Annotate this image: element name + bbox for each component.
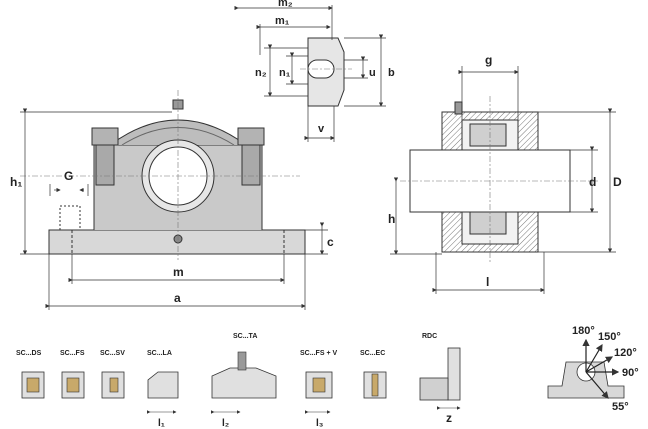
h-label: h — [388, 212, 395, 226]
svg-text:SC...TA: SC...TA — [233, 333, 257, 340]
svg-text:z: z — [446, 411, 452, 425]
variant-sc-fs: SC...FS — [60, 350, 85, 399]
svg-text:RDC: RDC — [422, 333, 437, 340]
variant-sc-ta: SC...TA l₂ — [211, 333, 277, 429]
slot-detail-dimension-lines — [234, 5, 386, 142]
svg-text:SC...FS + V: SC...FS + V — [300, 350, 337, 357]
v-label: v — [318, 123, 325, 135]
G-label: G — [64, 169, 73, 183]
n1-label: n₁ — [279, 67, 291, 79]
svg-text:SC...FS: SC...FS — [60, 350, 85, 357]
side-section-dimension-lines — [390, 66, 616, 294]
variant-sc-ec: SC...EC — [360, 350, 387, 399]
angle-180-label: 180° — [572, 325, 595, 337]
m1-label: m₁ — [275, 15, 290, 27]
angle-120-label: 120° — [614, 347, 637, 359]
svg-text:SC...LA: SC...LA — [147, 350, 172, 357]
variant-sc-fs-v: SC...FS + V l₃ — [300, 350, 337, 429]
front-view-dimension-lines — [20, 108, 328, 310]
h1-label: h₁ — [10, 175, 22, 189]
front-view — [20, 90, 306, 260]
d-label: d — [589, 175, 596, 189]
l-label: l — [486, 275, 489, 289]
b-label: b — [388, 67, 395, 79]
variant-sc-ds: SC...DS — [16, 350, 45, 399]
variant-rdc: RDC z — [419, 333, 461, 425]
angle-150-label: 150° — [598, 331, 621, 343]
svg-text:l₃: l₃ — [316, 418, 324, 429]
side-section-view — [400, 96, 600, 264]
svg-text:l₁: l₁ — [158, 418, 165, 429]
svg-text:SC...EC: SC...EC — [360, 350, 385, 357]
variant-sc-la: SC...LA l₁ — [147, 350, 179, 429]
mounting-angle-diagram: 180° 150° 120° 90° 55° — [547, 325, 639, 413]
u-label: u — [369, 67, 376, 79]
svg-text:SC...SV: SC...SV — [100, 350, 125, 357]
svg-text:SC...DS: SC...DS — [16, 350, 42, 357]
angle-90-label: 90° — [622, 367, 639, 379]
m-label: m — [173, 265, 184, 279]
a-label: a — [174, 291, 181, 305]
D-label: D — [613, 175, 622, 189]
g-label: g — [485, 53, 492, 67]
n2-label: n₂ — [255, 67, 267, 79]
variant-sc-sv: SC...SV — [100, 350, 125, 399]
c-label: c — [327, 235, 334, 249]
angle-55-label: 55° — [612, 401, 629, 413]
svg-text:l₂: l₂ — [222, 418, 229, 429]
m2-label: m₂ — [278, 0, 293, 9]
